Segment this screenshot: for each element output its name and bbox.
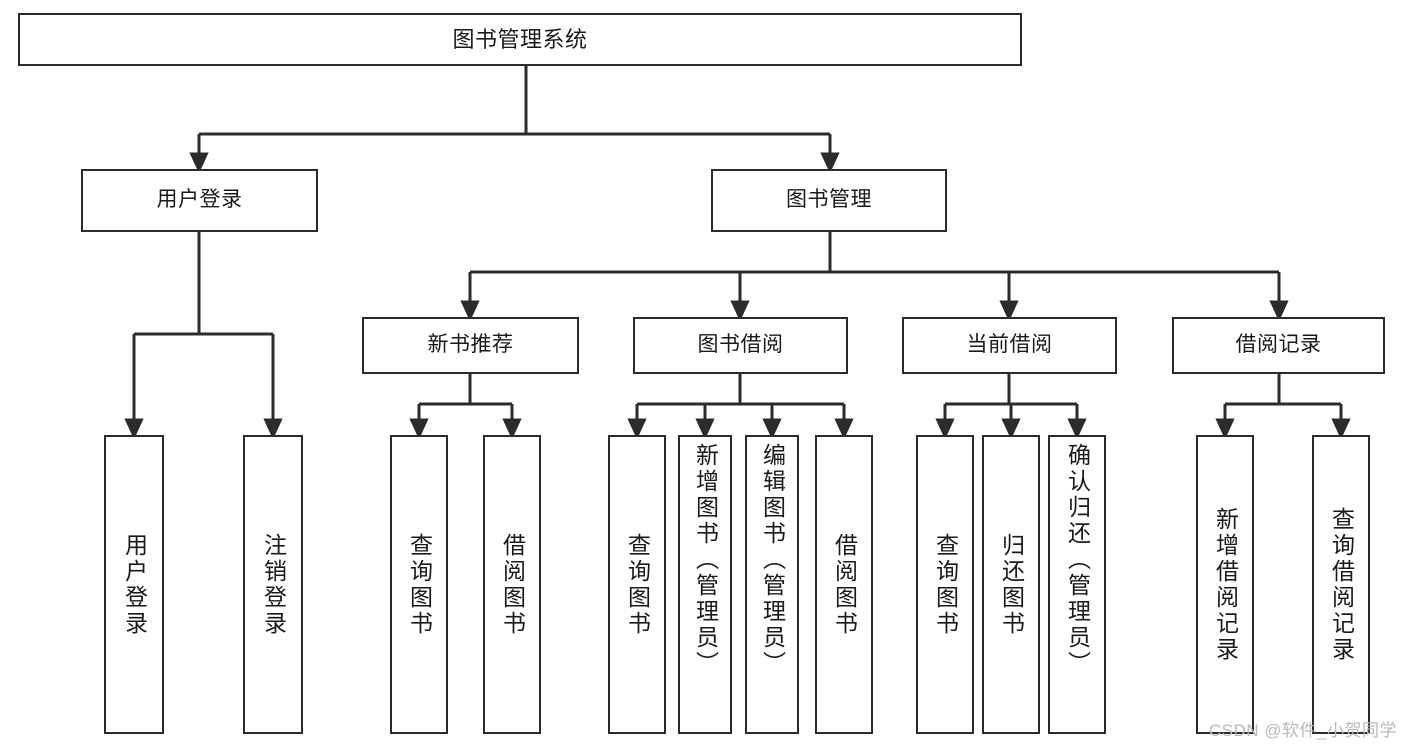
node-label: 图书借阅 bbox=[697, 333, 784, 357]
node-leaf-br-query-record[interactable]: 查询借阅记录 bbox=[1312, 435, 1370, 734]
node-label: 图书管理系统 bbox=[452, 26, 588, 52]
node-label: 查询图书 bbox=[406, 532, 433, 637]
node-leaf-bb-add-book[interactable]: 新增图书（管理员） bbox=[678, 435, 732, 734]
node-label: 借阅图书 bbox=[831, 532, 858, 637]
node-leaf-user-login[interactable]: 用户登录 bbox=[104, 435, 164, 734]
node-label: 用户登录 bbox=[121, 532, 148, 637]
node-label: 新增借阅记录 bbox=[1212, 506, 1239, 663]
node-book-management[interactable]: 图书管理 bbox=[711, 169, 947, 232]
node-user-login[interactable]: 用户登录 bbox=[81, 169, 318, 232]
node-label: 当前借阅 bbox=[966, 333, 1053, 357]
node-leaf-bb-query-book[interactable]: 查询图书 bbox=[608, 435, 666, 734]
node-leaf-bb-edit-book[interactable]: 编辑图书（管理员） bbox=[745, 435, 799, 734]
node-borrow-record[interactable]: 借阅记录 bbox=[1172, 317, 1385, 374]
node-leaf-bb-borrow-book[interactable]: 借阅图书 bbox=[815, 435, 873, 734]
node-label: 查询借阅记录 bbox=[1328, 506, 1355, 663]
node-label: 借阅记录 bbox=[1235, 333, 1322, 357]
node-leaf-rec-query-book[interactable]: 查询图书 bbox=[390, 435, 448, 734]
node-leaf-cb-query-book[interactable]: 查询图书 bbox=[916, 435, 974, 734]
node-root-system[interactable]: 图书管理系统 bbox=[18, 13, 1022, 66]
node-current-borrow[interactable]: 当前借阅 bbox=[902, 317, 1117, 374]
node-label: 确认归还（管理员） bbox=[1064, 443, 1091, 677]
node-leaf-cb-confirm-return[interactable]: 确认归还（管理员） bbox=[1048, 435, 1106, 734]
node-label: 新书推荐 bbox=[427, 333, 514, 357]
node-label: 归还图书 bbox=[998, 532, 1025, 637]
node-leaf-br-add-record[interactable]: 新增借阅记录 bbox=[1196, 435, 1254, 734]
node-new-book-recommend[interactable]: 新书推荐 bbox=[362, 317, 579, 374]
node-leaf-cb-return-book[interactable]: 归还图书 bbox=[982, 435, 1040, 734]
node-label: 新增图书（管理员） bbox=[692, 443, 719, 677]
node-leaf-rec-borrow-book[interactable]: 借阅图书 bbox=[483, 435, 541, 734]
node-label: 图书管理 bbox=[786, 188, 872, 212]
node-label: 编辑图书（管理员） bbox=[759, 443, 786, 677]
node-label: 用户登录 bbox=[156, 188, 243, 212]
node-label: 查询图书 bbox=[624, 532, 651, 637]
watermark-text: CSDN @软件_小贺同学 bbox=[1208, 721, 1397, 740]
node-label: 注销登录 bbox=[260, 532, 287, 637]
node-book-borrow[interactable]: 图书借阅 bbox=[633, 317, 848, 374]
node-label: 借阅图书 bbox=[499, 532, 526, 637]
node-label: 查询图书 bbox=[932, 532, 959, 637]
node-leaf-user-logout[interactable]: 注销登录 bbox=[243, 435, 303, 734]
